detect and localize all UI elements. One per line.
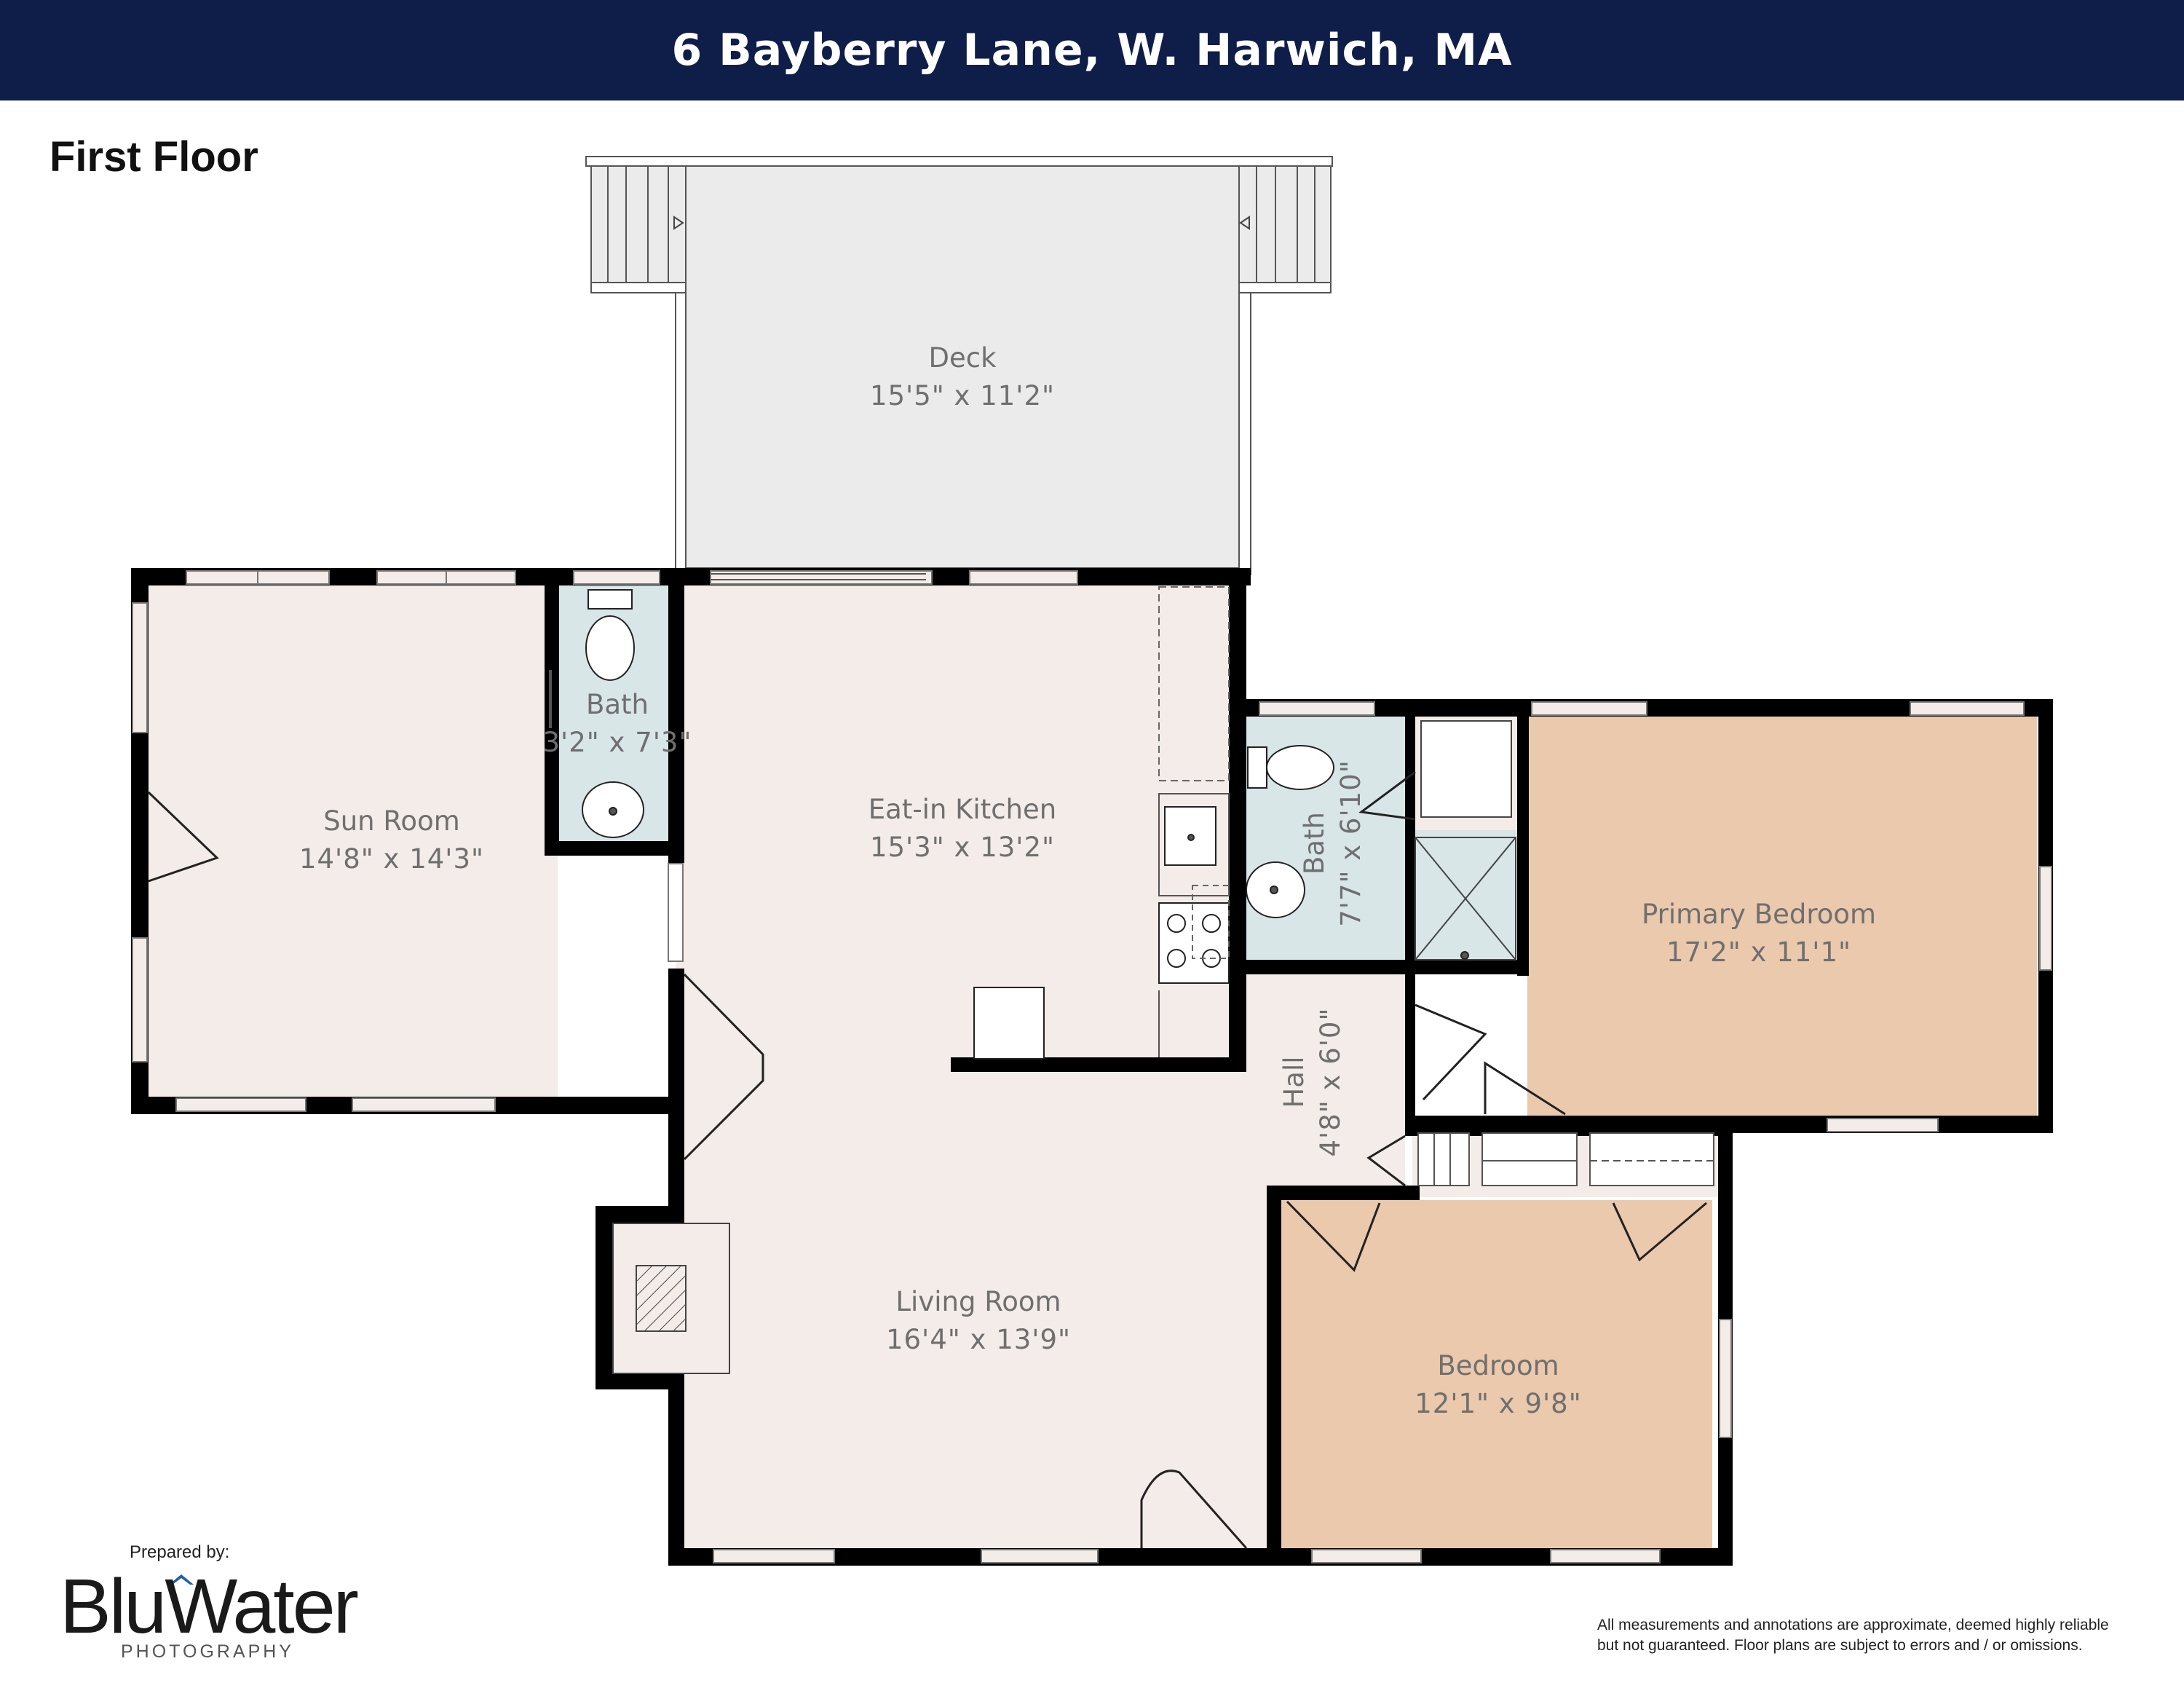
sun-room-door	[147, 791, 219, 883]
closet-door	[1366, 1135, 1406, 1187]
toilet-tank-2	[1247, 746, 1267, 789]
sun-room-floor	[143, 580, 558, 1098]
bedroom-door	[1286, 1200, 1381, 1272]
bath-2-door	[1358, 770, 1416, 821]
kitchen-label: Eat-in Kitchen	[869, 794, 1056, 825]
deck-stairs-left	[590, 165, 687, 293]
bluwater-logo: Prepared by: BluWater PHOTOGRAPHY	[54, 1542, 360, 1666]
logo-roof-icon	[169, 1574, 194, 1585]
deck-label: Deck	[928, 342, 997, 374]
primary-bedroom-floor	[1527, 714, 2037, 1118]
hall-label: Hall	[1278, 1056, 1310, 1108]
header-banner: 6 Bayberry Lane, W. Harwich, MA	[0, 0, 2184, 100]
prepared-by-text: Prepared by:	[130, 1542, 230, 1562]
living-room-floor	[676, 1063, 1275, 1551]
disclaimer: All measurements and annotations are app…	[1597, 1615, 2151, 1656]
bath-2-label: Bath	[1299, 812, 1330, 875]
doors	[147, 573, 1707, 1549]
sun-room-dims: 14'8" x 14'3"	[299, 843, 484, 875]
living-room-label: Living Room	[895, 1286, 1061, 1317]
primary-bedroom-door-2	[1484, 1061, 1566, 1116]
bedroom-closet-door	[1612, 1202, 1707, 1262]
living-room-side-door	[683, 973, 764, 1161]
logo-subtitle: PHOTOGRAPHY	[121, 1641, 295, 1662]
kitchen-floor	[676, 580, 1233, 1075]
fridge-icon	[973, 987, 1045, 1060]
fixtures	[582, 586, 1714, 1374]
deck	[585, 156, 1333, 575]
toilet-tank	[587, 589, 633, 610]
deck-stairs-right	[1238, 165, 1332, 293]
disclaimer-line-2: but not guaranteed. Floor plans are subj…	[1597, 1637, 2083, 1654]
disclaimer-line-1: All measurements and annotations are app…	[1597, 1617, 2109, 1633]
bath-1-label: Bath	[586, 689, 649, 720]
primary-bedroom-door-1	[1415, 1003, 1487, 1101]
bath-2-dims: 7'7" x 6'10"	[1335, 760, 1366, 927]
logo-name: BluWater	[60, 1563, 359, 1649]
stove-icon	[1158, 902, 1230, 984]
primary-bedroom-label: Primary Bedroom	[1642, 899, 1876, 930]
toilet-bowl-icon	[585, 615, 635, 681]
kitchen-dims: 15'3" x 13'2"	[870, 832, 1055, 863]
property-address-title: 6 Bayberry Lane, W. Harwich, MA	[671, 25, 1513, 76]
bedroom-dims: 12'1" x 9'8"	[1415, 1388, 1582, 1419]
sun-room-label: Sun Room	[323, 805, 460, 837]
room-labels: Deck 15'5" x 11'2" Sun Room 14'8" x 14'3…	[299, 342, 1876, 1419]
deck-dims: 15'5" x 11'2"	[870, 380, 1055, 411]
front-door	[1140, 1470, 1248, 1549]
bath-1-dims: 3'2" x 7'3"	[543, 727, 692, 758]
hall-dims: 4'8" x 6'0"	[1315, 1008, 1346, 1157]
floor-title: First Floor	[50, 133, 258, 181]
living-room-dims: 16'4" x 13'9"	[886, 1324, 1071, 1355]
toilet-bowl-2-icon	[1266, 745, 1334, 790]
bedroom-label: Bedroom	[1437, 1350, 1559, 1381]
primary-bedroom-dims: 17'2" x 11'1"	[1666, 936, 1851, 968]
